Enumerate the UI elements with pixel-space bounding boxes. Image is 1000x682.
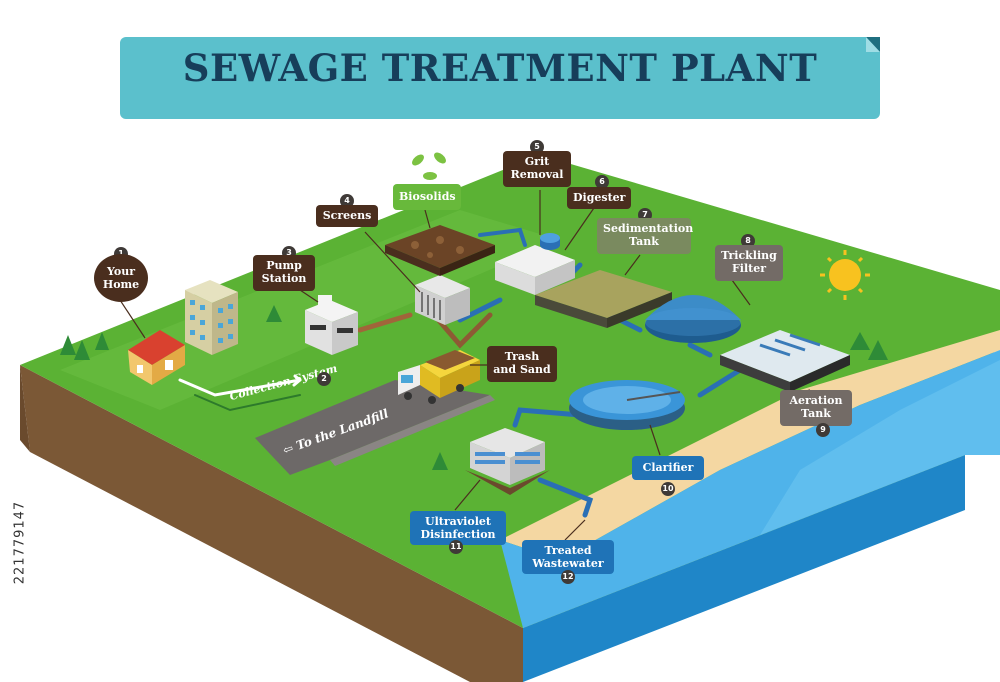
pump-station-icon [305,295,358,355]
stage-2-number: 2 [317,372,331,386]
stage-11-label: Ultraviolet Disinfection [410,511,506,545]
stage-11-number: 11 [449,540,463,554]
stage-9-label: Aeration Tank [780,390,852,426]
uv-disinfection-icon [465,428,550,495]
digester-icon [645,295,741,343]
stage-12-label: Treated Wastewater [522,540,614,574]
house-icon [128,330,185,385]
stage-8-number: 8 [741,234,755,248]
truck-icon [398,350,480,404]
stage-4-label: Screens [316,205,378,227]
grit-removal-icon [495,233,575,295]
title-banner [120,37,880,119]
stage-10-label: Clarifier [632,456,704,480]
stage-5-number: 5 [530,140,544,154]
biosolids-label: Biosolids [393,184,461,210]
building-icon [185,280,238,355]
stage-4-number: 4 [340,194,354,208]
tree-icon [60,305,888,470]
flow-arrows [178,227,743,518]
beach [500,330,1000,560]
stock-id-watermark: 221779147 [10,460,30,630]
soil-layer [20,365,523,682]
water-side [523,455,965,682]
screens-icon [415,275,470,325]
stage-1-label: Your Home [94,254,148,302]
stage-3-label: Pump Station [253,255,315,291]
page-title: SEWAGE TREATMENT PLANT [182,46,818,90]
stage-6-number: 6 [595,175,609,189]
stock-id-text: 221779147 [12,500,28,585]
trash-sand-label: Trash and Sand [487,346,557,382]
sedimentation-tank-icon [535,270,672,328]
stage-8-label: Trickling Filter [715,245,783,281]
stage-10-number: 10 [661,482,675,496]
water-surface [500,350,1000,628]
stage-7-label: Sedimentation Tank [597,218,693,254]
trickling-filter-icon [720,330,850,392]
biosolids-bed [385,225,495,276]
clarifier-icon [569,380,685,430]
sun-icon [820,250,870,300]
stage-9-number: 9 [816,423,830,437]
recycle-leaf-icon [412,152,446,180]
stage-5-label: Grit Removal [503,151,571,187]
stage-6-label: Digester [567,187,631,209]
stage-12-number: 12 [561,570,575,584]
